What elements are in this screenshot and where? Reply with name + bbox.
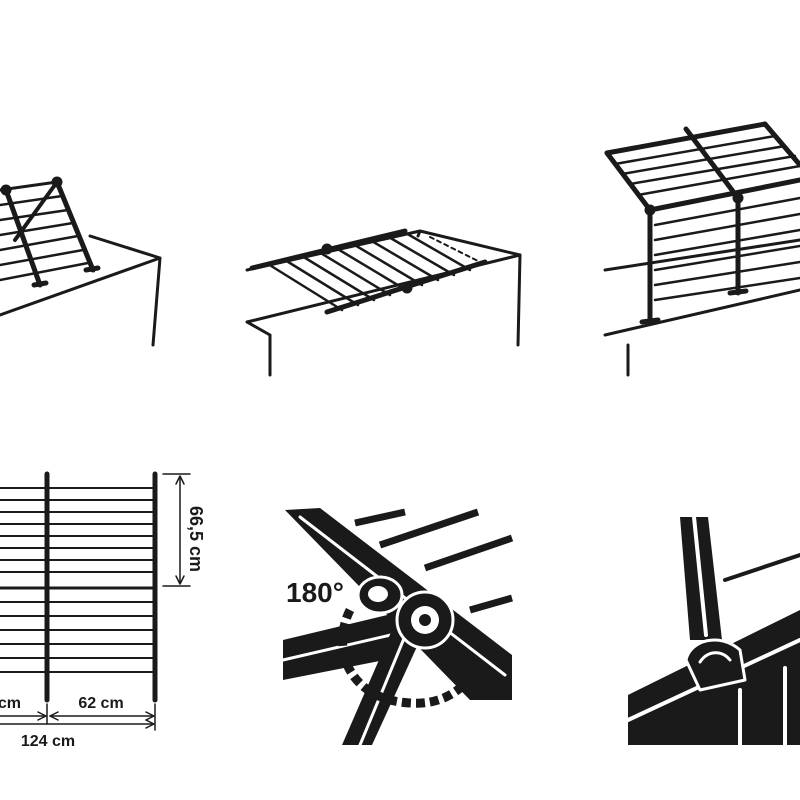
- panel-rack-flat: [245, 228, 522, 377]
- total-width-label: 124 cm: [21, 733, 75, 750]
- right-width-label: 62 cm: [78, 695, 123, 712]
- height-dimension-label: 66,5 cm: [186, 506, 206, 572]
- rotation-angle-label: 180°: [286, 577, 344, 608]
- panel-dimensions: [0, 471, 191, 731]
- left-width-label: cm: [0, 695, 21, 712]
- panel-wings-open: [603, 121, 800, 377]
- panel-wing-raised: [0, 176, 162, 347]
- panel-hinge-rotation: [281, 508, 514, 747]
- panel-foot-detail: [626, 515, 800, 747]
